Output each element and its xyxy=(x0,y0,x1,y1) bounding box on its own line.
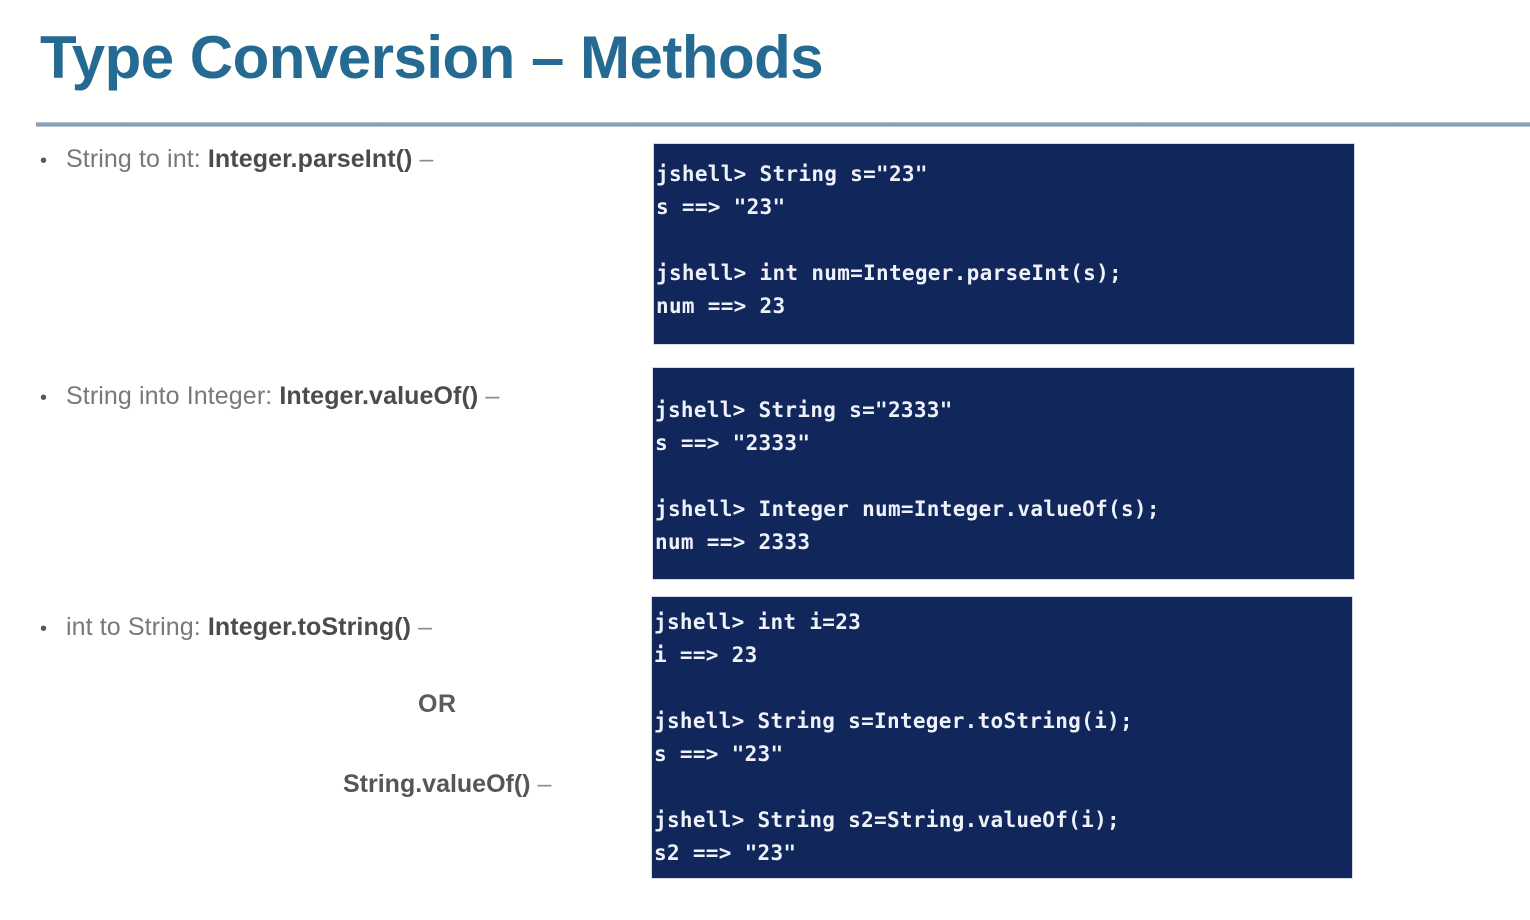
bullet-marker-icon xyxy=(40,619,66,639)
bullet-marker-icon xyxy=(40,388,66,408)
code-line-blank xyxy=(656,224,1354,257)
bullet-method-name: Integer.toString() xyxy=(207,613,412,641)
code-line: jshell> int num=Integer.parseInt(s); xyxy=(656,261,1122,285)
code-line: s ==> "2333" xyxy=(655,431,811,455)
alternate-method-name: String.valueOf() xyxy=(343,770,531,798)
code-block-parseint: jshell> String s="23" s ==> "23" jshell>… xyxy=(654,144,1354,344)
code-line: num ==> 2333 xyxy=(655,530,811,554)
bullet-dash: – xyxy=(411,613,433,641)
code-line: jshell> Integer num=Integer.valueOf(s); xyxy=(655,497,1160,521)
bullet-method-name: Integer.parseInt() xyxy=(207,145,413,173)
bullet-item-tostring: int to String: Integer.toString() – xyxy=(40,613,432,642)
code-line: s ==> "23" xyxy=(656,195,786,219)
code-line-blank xyxy=(655,460,1354,493)
bullet-label: String to int: xyxy=(66,145,208,173)
bullet-method-name: Integer.valueOf() xyxy=(279,382,479,410)
bullet-item-text: String to int: Integer.parseInt() – xyxy=(66,145,434,174)
code-line: jshell> int i=23 xyxy=(654,610,862,634)
or-separator-label: OR xyxy=(418,690,457,718)
title-divider xyxy=(36,122,1530,127)
bullet-dash: – xyxy=(478,382,500,410)
code-line-blank xyxy=(654,672,1352,705)
bullet-label: int to String: xyxy=(66,613,208,641)
bullet-item-parseint: String to int: Integer.parseInt() – xyxy=(40,145,434,174)
code-line-blank xyxy=(654,771,1352,804)
bullet-label: String into Integer: xyxy=(66,382,280,410)
alternate-method-label: String.valueOf() – xyxy=(343,770,551,799)
bullet-item-valueof: String into Integer: Integer.valueOf() – xyxy=(40,382,499,411)
bullet-item-text: int to String: Integer.toString() – xyxy=(66,613,432,642)
code-line: s2 ==> "23" xyxy=(654,841,797,865)
bullet-dash: – xyxy=(412,145,434,173)
bullet-item-text: String into Integer: Integer.valueOf() – xyxy=(66,382,499,411)
code-block-tostring: jshell> int i=23 i ==> 23 jshell> String… xyxy=(652,597,1352,878)
page-title: Type Conversion – Methods xyxy=(40,24,824,91)
code-line: i ==> 23 xyxy=(654,643,758,667)
code-line: jshell> String s="23" xyxy=(656,162,928,186)
code-block-valueof: jshell> String s="2333" s ==> "2333" jsh… xyxy=(653,368,1354,579)
code-line: jshell> String s="2333" xyxy=(655,398,953,422)
alternate-method-dash: – xyxy=(530,770,552,798)
code-line: jshell> String s=Integer.toString(i); xyxy=(654,709,1133,733)
code-line: s ==> "23" xyxy=(654,742,784,766)
bullet-marker-icon xyxy=(40,151,66,171)
code-line: jshell> String s2=String.valueOf(i); xyxy=(654,808,1120,832)
code-line: num ==> 23 xyxy=(656,294,786,318)
